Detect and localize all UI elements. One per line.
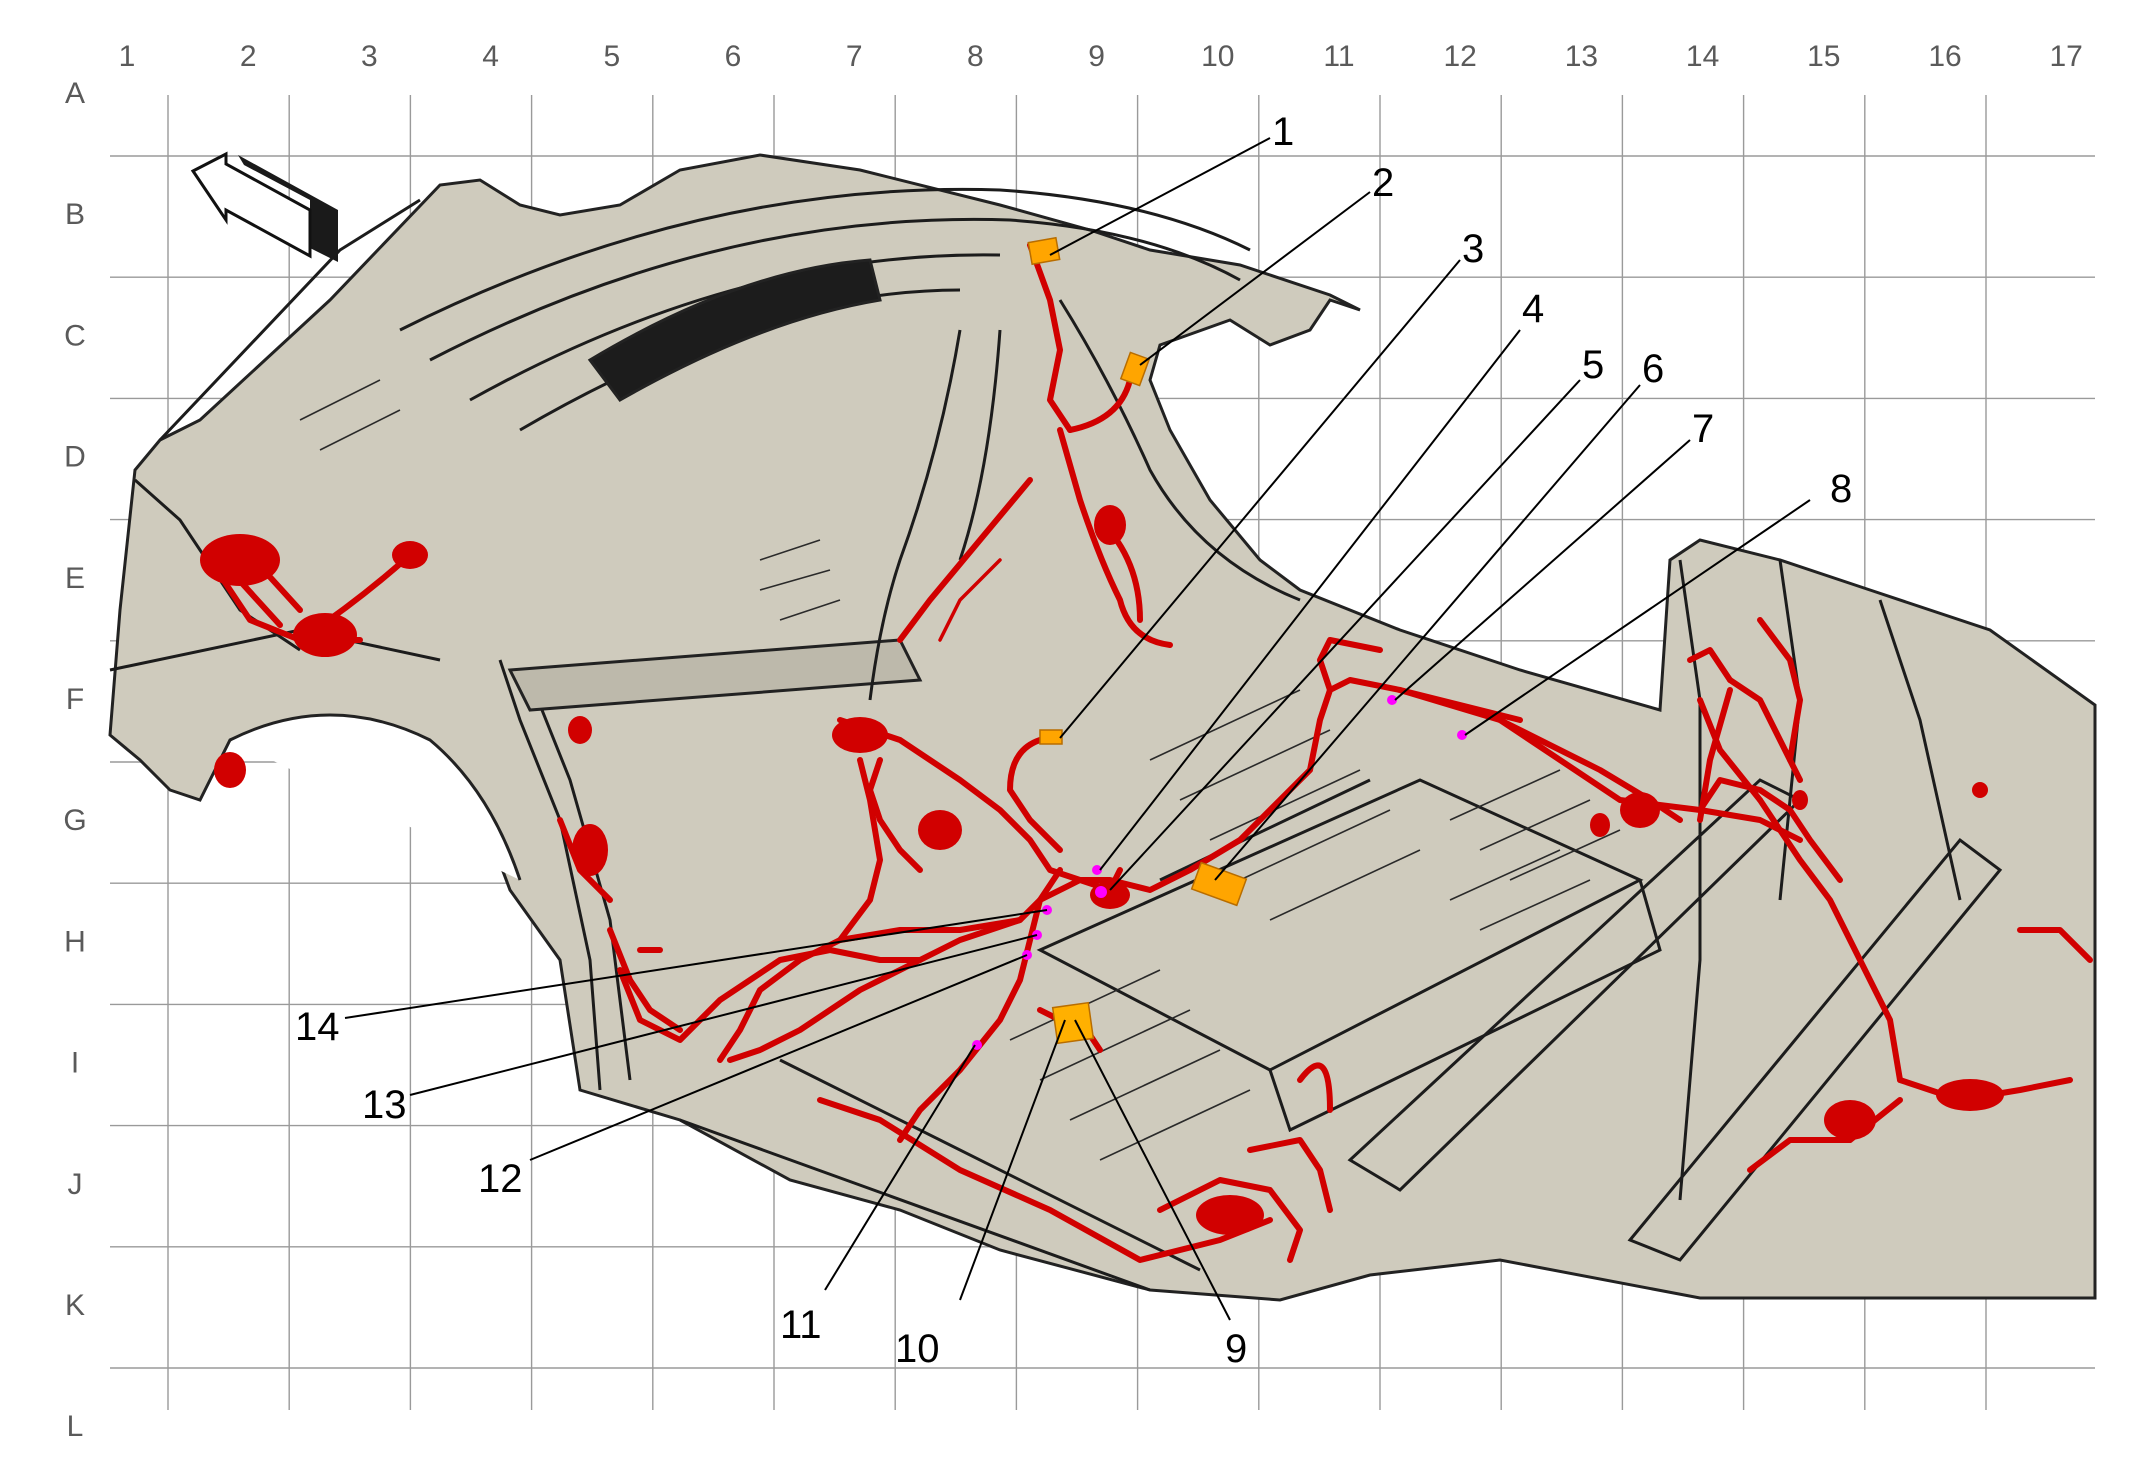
- grid-row-label: G: [63, 804, 86, 837]
- callout-label: 11: [780, 1303, 822, 1347]
- grid-column-label: 9: [1088, 40, 1105, 73]
- callout-label: 10: [895, 1327, 940, 1371]
- connectors: [1027, 236, 1248, 1045]
- grid-column-label: 10: [1201, 40, 1234, 73]
- vehicle-body: [108, 153, 2097, 1302]
- grid-row-label: D: [64, 441, 86, 474]
- grid-column-label: 1: [119, 40, 136, 73]
- callout-label: 8: [1830, 467, 1852, 511]
- grid-column-label: 14: [1686, 40, 1719, 73]
- grid-column-label: 3: [361, 40, 378, 73]
- grid-column-label: 4: [482, 40, 499, 73]
- callout-labels: 1 2 3 4 5 6 7 8 9 10 11 12 13 14: [295, 110, 1852, 1371]
- grid-row-label: C: [64, 319, 86, 352]
- grid-row-label: I: [71, 1047, 79, 1080]
- callout-label: 2: [1372, 161, 1394, 205]
- grid-column-label: 8: [967, 40, 984, 73]
- grid-row-labels: A B C D E F G H I J K L: [63, 77, 86, 1443]
- grid-row-label: H: [64, 925, 86, 958]
- grid-column-label: 2: [240, 40, 257, 73]
- grid-row-label: A: [65, 77, 85, 110]
- grid-column-label: 13: [1565, 40, 1598, 73]
- grid-column-label: 7: [846, 40, 863, 73]
- grid-column-label: 5: [603, 40, 620, 73]
- callout-label: 6: [1642, 347, 1664, 391]
- grid-column-label: 15: [1807, 40, 1840, 73]
- splice-points: [972, 695, 1467, 1050]
- grid-row-label: E: [65, 562, 85, 595]
- grid-column-label: 11: [1323, 40, 1354, 73]
- grid-column-label: 12: [1444, 40, 1477, 73]
- grid-row-label: L: [67, 1410, 84, 1443]
- callout-label: 14: [295, 1005, 340, 1049]
- callout-label: 9: [1225, 1327, 1247, 1371]
- grid-row-label: K: [65, 1289, 85, 1322]
- callout-label: 1: [1272, 110, 1294, 154]
- grid-row-label: B: [65, 198, 85, 231]
- wiring-harness: [200, 242, 2093, 1263]
- callout-label: 13: [362, 1083, 407, 1127]
- grid-row-label: F: [66, 683, 84, 716]
- callout-leaders: [344, 137, 1811, 1321]
- grid-row-label: J: [68, 1168, 83, 1201]
- callout-label: 3: [1462, 227, 1484, 271]
- grid-column-label: 16: [1928, 40, 1961, 73]
- callout-label: 4: [1522, 287, 1544, 331]
- grid-column-label: 6: [725, 40, 742, 73]
- callout-label: 12: [478, 1157, 523, 1201]
- forward-arrow-icon: [190, 151, 338, 262]
- callout-label: 5: [1582, 343, 1604, 387]
- callout-label: 7: [1692, 407, 1714, 451]
- grid-column-label: 17: [2050, 40, 2083, 73]
